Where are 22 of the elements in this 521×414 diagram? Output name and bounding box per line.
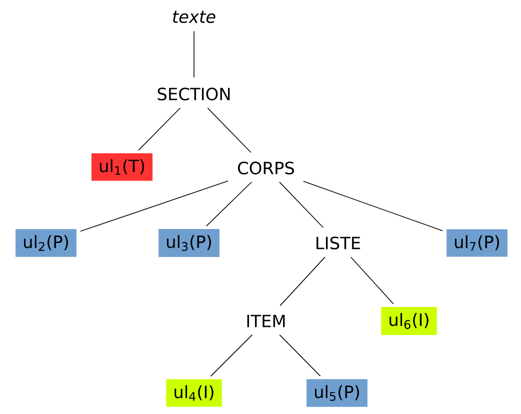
tree-edge — [279, 182, 324, 228]
tree-edge — [279, 334, 321, 376]
tree-edge — [207, 108, 252, 153]
leaf-box: ul$_{1}$(T) — [91, 153, 153, 181]
root-label: texte — [173, 10, 216, 24]
leaf-box: ul$_{3}$(P) — [158, 229, 220, 257]
leaf-box: ul$_{7}$(P) — [446, 229, 508, 257]
leaf-box: ul$_{5}$(P) — [306, 379, 368, 407]
tree-edge — [80, 180, 228, 232]
tree-node-label: ITEM — [247, 314, 285, 328]
tree-edge — [138, 108, 181, 151]
tree-node-label: LISTE — [316, 236, 360, 250]
leaf-box: ul$_{6}$(I) — [381, 307, 437, 335]
tree-edge — [206, 182, 252, 226]
tree-node-label: SECTION — [158, 88, 230, 100]
leaf-box: ul$_{4}$(I) — [166, 379, 222, 407]
tree-edge — [350, 256, 394, 304]
leaf-box: ul$_{2}$(P) — [16, 229, 76, 257]
tree-edge — [280, 256, 326, 306]
tree-edge — [210, 334, 253, 377]
tree-edge — [302, 180, 443, 232]
tree-node-label: CORPS — [238, 162, 294, 174]
